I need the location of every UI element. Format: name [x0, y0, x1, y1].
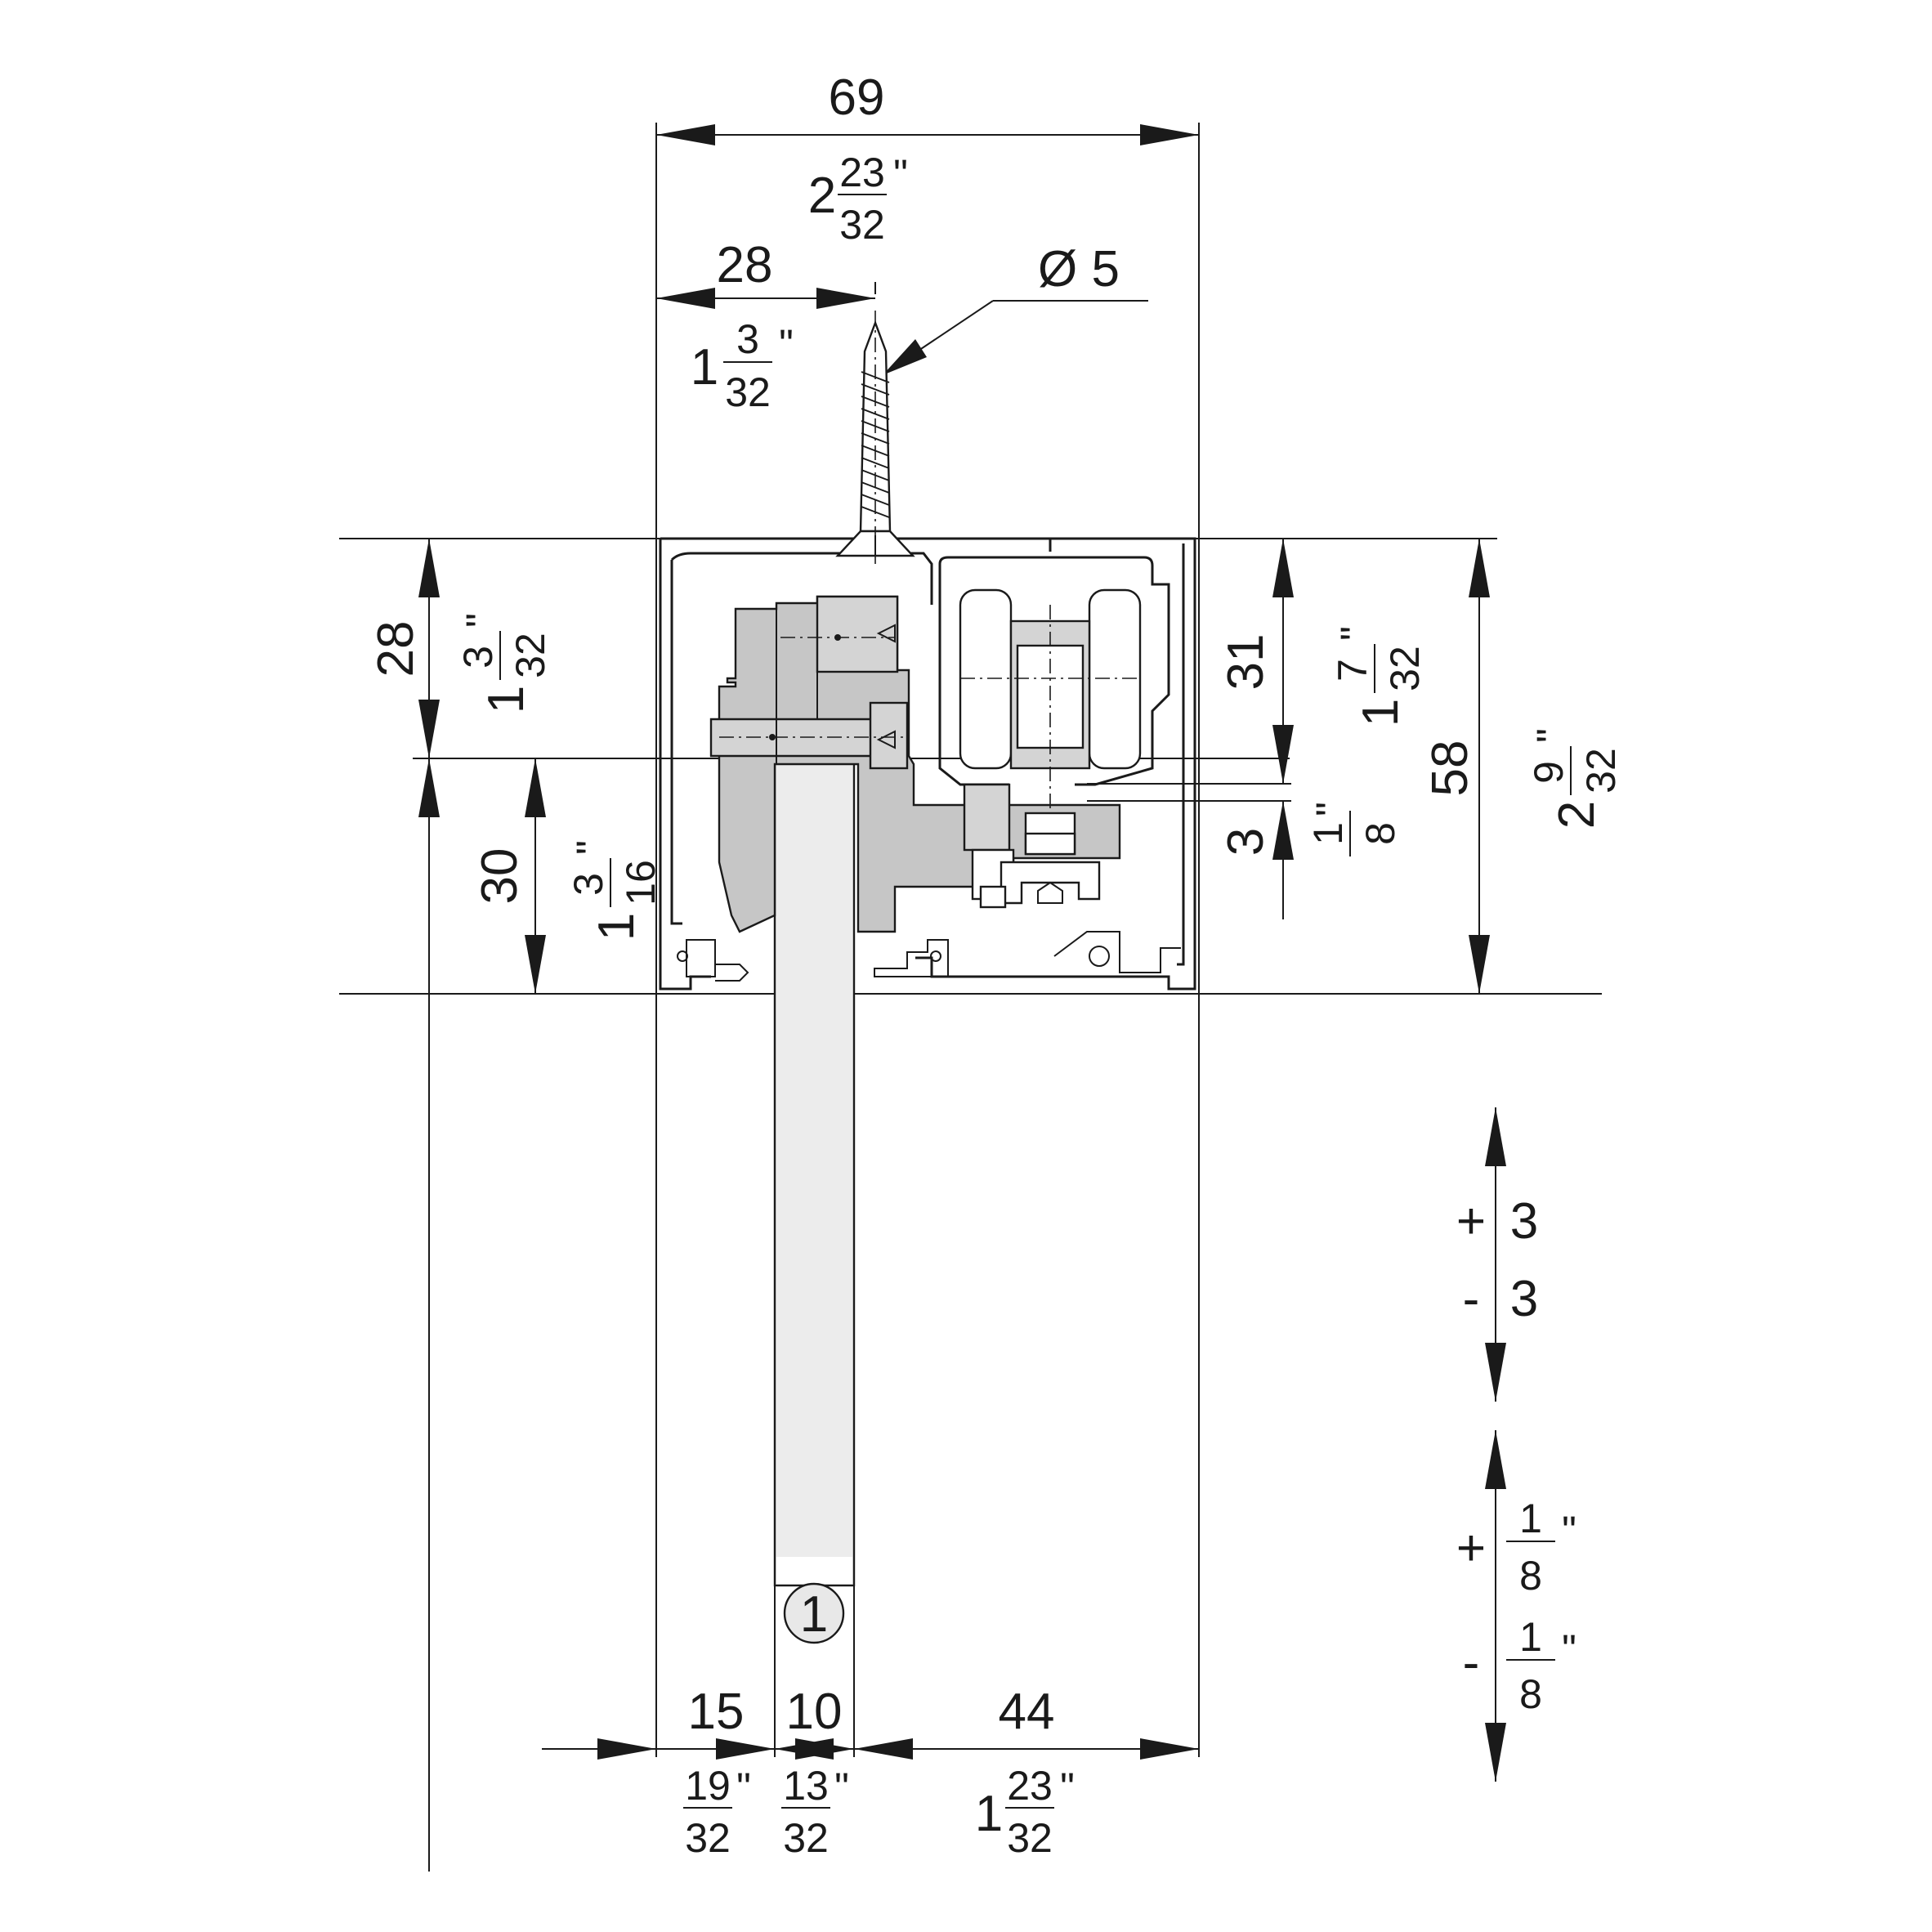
adjust-in-plus-sign: + — [1456, 1520, 1486, 1576]
dim-screw-offset-in-unit: " — [779, 321, 794, 367]
dimension-line-58 — [1469, 539, 1490, 994]
dimension-line-28-horizontal — [656, 288, 875, 309]
dim-upper-height-in-whole: 1 — [478, 686, 534, 713]
mounting-screw — [835, 311, 915, 564]
dim-overall-width-in-whole: 2 — [808, 168, 836, 224]
adjust-in-minus-unit: " — [1562, 1626, 1576, 1672]
adjust-mm-plus-value: 3 — [1510, 1193, 1538, 1250]
dim-right-offset: 44 1 23 32 " — [975, 1684, 1075, 1861]
dim-lower-height-in-den: 16 — [618, 860, 664, 906]
dim-right-offset-mm: 44 — [999, 1684, 1055, 1740]
dim-screw-diameter: Ø 5 — [1038, 241, 1120, 297]
dim-right-offset-in-num: 23 — [1007, 1763, 1053, 1809]
dim-upper-height: 28 1 3 32 " — [368, 613, 553, 713]
dim-panel-thickness-in-num: 13 — [783, 1763, 829, 1809]
dim-gap-in-den: 8 — [1357, 822, 1403, 845]
dim-overall-width-in-num: 23 — [839, 150, 885, 195]
dim-left-offset-mm: 15 — [688, 1684, 745, 1740]
dim-screw-offset-mm: 28 — [717, 237, 773, 293]
dim-total-height: 58 2 9 32 " — [1422, 728, 1624, 829]
dimension-line-28-vertical — [418, 539, 440, 758]
adjust-in-plus-den: 8 — [1519, 1553, 1542, 1599]
dim-track-depth-in-whole: 1 — [1353, 699, 1409, 727]
adjust-in-minus-sign: - — [1463, 1635, 1480, 1691]
dim-lower-height-in-unit: " — [568, 840, 614, 855]
part-callout: 1 — [783, 1582, 845, 1644]
dim-screw-offset: 28 1 3 32 " — [691, 237, 794, 415]
dimension-line-3 — [1272, 801, 1294, 919]
dimension-line-bottom — [542, 1738, 1199, 1760]
dim-screw-offset-in-num: 3 — [736, 316, 759, 362]
dim-lower-height-in-whole: 1 — [588, 913, 645, 941]
dim-track-depth: 31 1 7 32 " — [1218, 626, 1428, 727]
dim-total-height-in-unit: " — [1528, 728, 1574, 743]
dim-upper-height-mm: 28 — [368, 621, 424, 678]
adjust-in-minus-den: 8 — [1519, 1671, 1542, 1717]
dim-track-depth-mm: 31 — [1218, 634, 1274, 691]
dim-total-height-in-whole: 2 — [1549, 801, 1605, 829]
adjustment-arrows — [1485, 1107, 1506, 1782]
dim-lower-height-in-num: 3 — [566, 873, 611, 896]
dim-left-offset-in-num: 19 — [685, 1763, 731, 1809]
adjust-in-plus-num: 1 — [1519, 1496, 1542, 1541]
leader-diameter — [883, 300, 1148, 375]
dim-overall-width-in-unit: " — [893, 151, 908, 197]
adjustment-mm: + 3 - 3 — [1456, 1193, 1538, 1327]
dim-left-offset-in-unit: " — [736, 1764, 751, 1810]
dim-gap-in-num: 1 — [1305, 822, 1351, 845]
dim-screw-offset-in-den: 32 — [725, 369, 771, 415]
dim-lower-height: 30 1 3 16 " — [472, 840, 664, 941]
dim-overall-width: 69 2 23 32 " — [808, 69, 908, 248]
dim-gap: 3 1 8 " — [1218, 802, 1403, 856]
dim-upper-height-in-num: 3 — [455, 646, 501, 669]
dim-overall-width-in-den: 32 — [839, 202, 885, 248]
dim-total-height-in-den: 32 — [1578, 748, 1624, 794]
dim-total-height-in-num: 9 — [1526, 761, 1572, 784]
dim-left-offset-in-den: 32 — [685, 1815, 731, 1861]
dim-panel-thickness: 10 13 32 " — [781, 1684, 849, 1861]
adjust-mm-minus-sign: - — [1463, 1271, 1480, 1327]
dimension-line-69 — [656, 124, 1199, 145]
dim-upper-height-in-den: 32 — [508, 633, 553, 678]
roller-carriage — [959, 588, 1142, 909]
dim-right-offset-in-den: 32 — [1007, 1815, 1053, 1861]
dim-overall-width-mm: 69 — [829, 69, 885, 126]
dim-panel-thickness-in-den: 32 — [783, 1815, 829, 1861]
dim-gap-in-unit: " — [1308, 802, 1353, 816]
dim-lower-height-mm: 30 — [472, 848, 528, 905]
dim-left-offset: 15 19 32 " — [683, 1684, 751, 1861]
dim-total-height-mm: 58 — [1422, 740, 1478, 797]
adjust-mm-minus-value: 3 — [1510, 1271, 1538, 1327]
dim-panel-thickness-in-unit: " — [834, 1764, 849, 1810]
dim-track-depth-in-den: 32 — [1382, 646, 1428, 691]
dimension-line-30 — [418, 758, 546, 994]
dim-right-offset-in-unit: " — [1060, 1764, 1075, 1810]
dim-track-depth-in-unit: " — [1332, 626, 1378, 641]
dim-screw-offset-in-whole: 1 — [691, 339, 718, 396]
adjust-mm-plus-sign: + — [1456, 1193, 1486, 1250]
adjust-in-minus-num: 1 — [1519, 1614, 1542, 1660]
adjustment-inch: + 1 8 " - 1 8 " — [1456, 1496, 1576, 1717]
door-panel — [773, 758, 856, 1587]
dim-track-depth-in-num: 7 — [1330, 659, 1375, 682]
callout-number: 1 — [800, 1586, 828, 1643]
dim-panel-thickness-mm: 10 — [786, 1684, 843, 1740]
extension-lines — [339, 123, 1602, 1872]
adjust-in-plus-unit: " — [1562, 1508, 1576, 1554]
dimension-line-31 — [1272, 539, 1294, 784]
dim-right-offset-in-whole: 1 — [975, 1786, 1003, 1842]
mounting-bracket — [709, 595, 1121, 933]
dim-upper-height-in-unit: " — [458, 613, 503, 628]
dim-gap-mm: 3 — [1218, 828, 1274, 856]
